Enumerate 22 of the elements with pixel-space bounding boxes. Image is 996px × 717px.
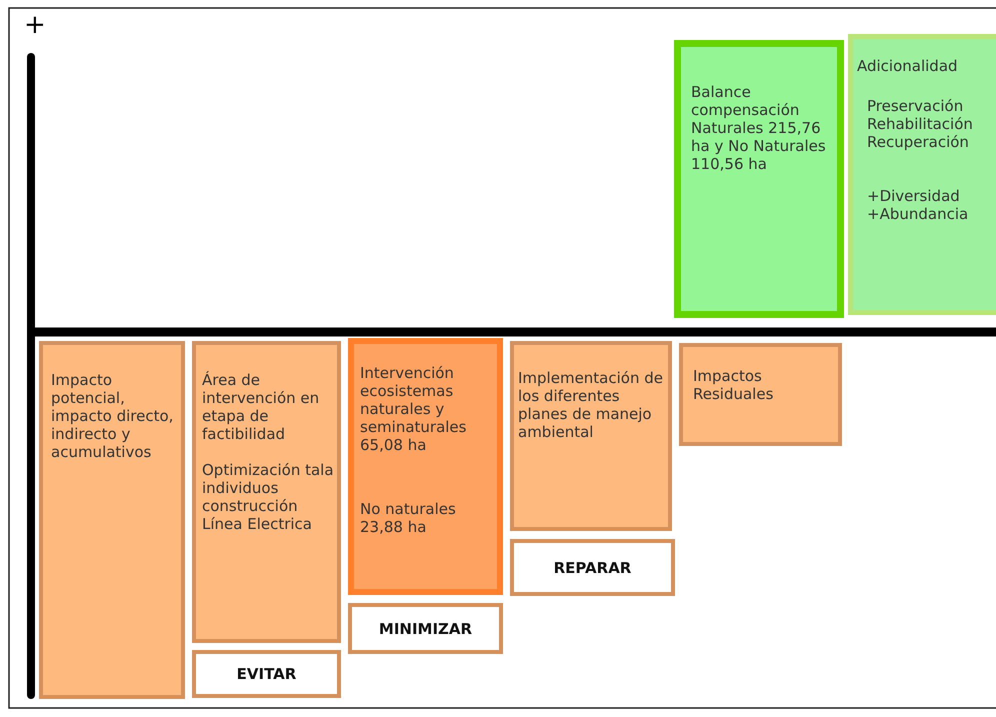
box-text: No naturales 23,88 ha bbox=[360, 500, 457, 536]
stage-box bbox=[679, 343, 842, 446]
box-text: Impactos Residuales bbox=[693, 367, 774, 403]
stage-box bbox=[510, 341, 672, 531]
box-text: Adicionalidad bbox=[857, 57, 959, 75]
stage-box bbox=[192, 341, 341, 643]
box-text: Balance compensación Naturales 215,76 ha y No Naturales 110,56 ha bbox=[691, 83, 827, 173]
compensation-box bbox=[674, 40, 844, 318]
stage-box bbox=[39, 341, 185, 699]
stage-name: REPARAR bbox=[510, 539, 675, 596]
box-text: Preservación Rehabilitación Recuperación bbox=[867, 97, 974, 151]
stage-box bbox=[348, 338, 503, 595]
stage-name: EVITAR bbox=[192, 650, 341, 698]
plus-sign: + bbox=[24, 12, 46, 38]
compensation-box bbox=[848, 34, 996, 315]
box-text: Impacto potencial, impacto directo, indirecto y acumulativos bbox=[51, 371, 174, 461]
box-text: +Diversidad +Abundancia bbox=[867, 187, 970, 223]
box-text: Implementación de los diferentes planes de manejo ambiental bbox=[518, 369, 664, 441]
box-text: Optimización tala individuos construcción Línea Electrica bbox=[202, 461, 335, 533]
stage-name: MINIMIZAR bbox=[348, 603, 503, 654]
box-text: Área de intervención en etapa de factibilidad bbox=[202, 371, 320, 443]
box-text: Intervención ecosistemas naturales y seminaturales 65,08 ha bbox=[360, 364, 468, 454]
